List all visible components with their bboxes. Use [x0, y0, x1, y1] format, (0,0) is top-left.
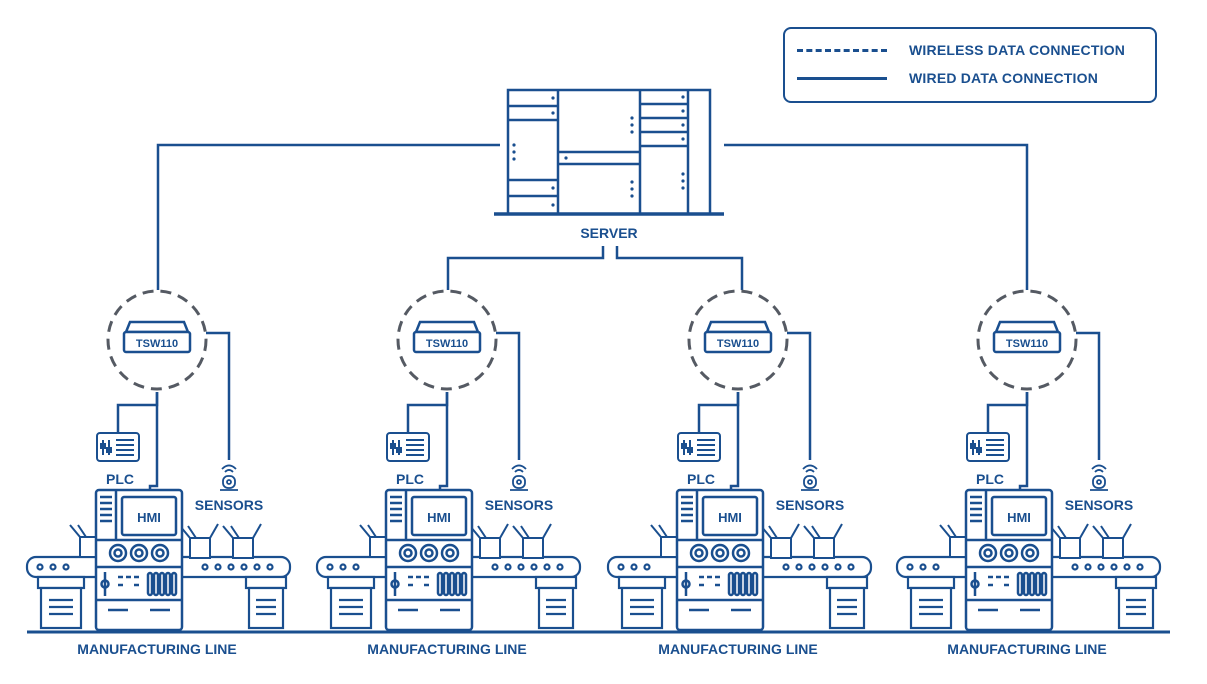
product-boxes [69, 522, 262, 559]
wired-connections [986, 331, 1101, 500]
server-label: SERVER [580, 225, 637, 241]
tsw110-switch-icon [412, 320, 482, 354]
hmi-label: HMI [718, 510, 742, 525]
legend-item-wired: WIRED DATA CONNECTION [797, 70, 1098, 86]
server-rack-icon [494, 88, 724, 216]
wireless-range-circle [106, 289, 208, 391]
wired-backbone-connections [156, 143, 1029, 290]
switch-model-label: TSW110 [136, 338, 178, 350]
legend-wireless-label: WIRELESS DATA CONNECTION [909, 42, 1126, 58]
sensor-icon [510, 464, 528, 491]
switch-model-label: TSW110 [426, 338, 468, 350]
sensors-label: SENSORS [195, 497, 263, 513]
plc-label: PLC [976, 471, 1004, 487]
manufacturing-line-title: MANUFACTURING LINE [947, 641, 1106, 657]
plc-icon [677, 432, 721, 462]
plc-icon [96, 432, 140, 462]
product-boxes [939, 522, 1132, 559]
wired-connections [697, 331, 812, 500]
hmi-machine [384, 488, 474, 632]
dashed-line-sample [797, 48, 887, 52]
hmi-machine [675, 488, 765, 632]
wired-connections [406, 331, 521, 500]
server-indicator-dots [512, 95, 685, 207]
tsw110-switch-icon [992, 320, 1062, 354]
sensor-icon [220, 464, 238, 491]
hmi-label: HMI [1007, 510, 1031, 525]
hmi-machine [94, 488, 184, 632]
hmi-label: HMI [137, 510, 161, 525]
plc-label: PLC [687, 471, 715, 487]
wired-connections [116, 331, 231, 500]
hmi-label: HMI [427, 510, 451, 525]
tsw110-switch-icon [122, 320, 192, 354]
wireless-range-circle [976, 289, 1078, 391]
wireless-range-circle [687, 289, 789, 391]
legend-wired-label: WIRED DATA CONNECTION [909, 70, 1099, 86]
solid-line-sample [797, 76, 887, 80]
sensor-icon [1090, 464, 1108, 491]
plc-icon [386, 432, 430, 462]
plc-icon [966, 432, 1010, 462]
plc-label: PLC [106, 471, 134, 487]
switch-model-label: TSW110 [1006, 338, 1048, 350]
tsw110-switch-icon [703, 320, 773, 354]
sensors-label: SENSORS [485, 497, 553, 513]
legend: WIRELESS DATA CONNECTION WIRED DATA CONN… [783, 27, 1157, 103]
legend-item-wireless: WIRELESS DATA CONNECTION [797, 42, 1125, 58]
manufacturing-line-title: MANUFACTURING LINE [77, 641, 236, 657]
product-boxes [650, 522, 843, 559]
switch-model-label: TSW110 [717, 338, 759, 350]
sensors-label: SENSORS [1065, 497, 1133, 513]
sensors-label: SENSORS [776, 497, 844, 513]
plc-label: PLC [396, 471, 424, 487]
manufacturing-line-title: MANUFACTURING LINE [658, 641, 817, 657]
wireless-range-circle [396, 289, 498, 391]
manufacturing-line-title: MANUFACTURING LINE [367, 641, 526, 657]
sensor-icon [801, 464, 819, 491]
hmi-machine [964, 488, 1054, 632]
